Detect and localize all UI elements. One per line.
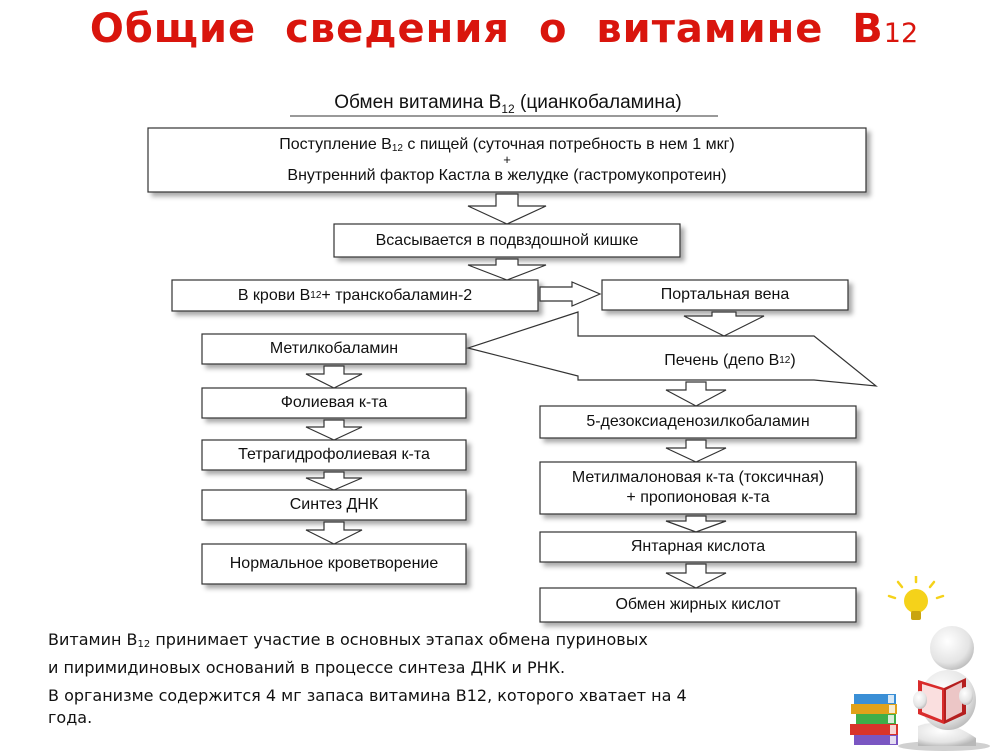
- arrow-dna-to-hematopoiesis: [305, 521, 363, 545]
- slide-title-main: Общие сведения о витамине В: [89, 6, 884, 52]
- box-methylcobalamin-label: Метилкобаламин: [269, 340, 399, 357]
- arrow-deoxyadenosyl-to-methylmalonic: [665, 439, 727, 463]
- arrow-methylcobalamin-to-folic: [305, 365, 363, 389]
- slide-title: Общие сведения о витамине В12: [0, 6, 1008, 52]
- box-absorption: [333, 223, 681, 258]
- diagram-title: Обмен витамина В12 (цианкобаламина): [334, 92, 682, 116]
- arrow-blood-to-portal: [539, 281, 602, 307]
- notes-line-2: и пиримидиновых оснований в процессе син…: [48, 658, 566, 677]
- person-reading-book-icon: [850, 576, 990, 751]
- red-book-icon: [913, 678, 973, 724]
- slide-title-sub: 12: [883, 18, 919, 49]
- box-succinic: [539, 531, 857, 563]
- arrow-absorption-to-blood: [467, 258, 547, 281]
- box-deoxyadenosyl: [539, 405, 857, 439]
- box-succinic-label: Янтарная кислота: [630, 538, 766, 555]
- box-methylcobalamin: [201, 333, 467, 365]
- box-thf: [201, 439, 467, 471]
- box-deoxyadenosyl-label: 5-дезоксиаденозилкобаламин: [586, 413, 810, 430]
- notes-line-1: Витамин В12 принимает участие в основных…: [48, 630, 648, 650]
- box-dna-synthesis-label: Синтез ДНК: [289, 496, 379, 513]
- box-portal-vein: [601, 279, 849, 311]
- box-folic-acid: [201, 387, 467, 419]
- notes-line-3: В организме содержится 4 мг запаса витам…: [48, 686, 687, 705]
- arrow-liver-to-deoxyadenosyl: [665, 381, 727, 407]
- arrow-methylmalonic-to-succinic: [665, 515, 727, 533]
- arrow-succinic-to-fatty-acid: [665, 563, 727, 589]
- arrow-intake-to-absorption: [467, 193, 547, 225]
- box-intake: [147, 127, 867, 193]
- arrow-liver-to-methylcobalamin: [465, 311, 878, 387]
- notes-line-4: года.: [48, 708, 93, 727]
- box-hematopoiesis: [201, 543, 467, 585]
- lightbulb-icon: [887, 576, 945, 620]
- box-thf-label: Тетрагидрофолиевая к-та: [238, 446, 430, 463]
- box-blood: [171, 279, 539, 312]
- box-hematopoiesis-label: Нормальное кроветворение: [229, 555, 439, 572]
- book-stack-icon: [850, 694, 898, 745]
- box-portal-vein-label: Портальная вена: [660, 286, 790, 303]
- box-dna-synthesis: [201, 489, 467, 521]
- arrow-thf-to-dna: [305, 471, 363, 491]
- arrow-folic-to-thf: [305, 419, 363, 441]
- notes-text: Витамин В12 принимает участие в основных…: [48, 626, 788, 732]
- box-fatty-acid-label: Обмен жирных кислот: [615, 596, 781, 613]
- arrow-portal-to-liver: [683, 311, 765, 337]
- box-folic-acid-label: Фолиевая к-та: [280, 394, 388, 411]
- box-fatty-acid: [539, 587, 857, 623]
- box-methylmalonic: [539, 461, 857, 515]
- box-absorption-label: Всасывается в подвздошной кишке: [375, 231, 639, 249]
- box-intake-label: Поступление В12 с пищей (суточная потреб…: [279, 136, 735, 184]
- box-methylmalonic-label: Метилмалоновая к-та (токсичная) + пропио…: [571, 469, 825, 506]
